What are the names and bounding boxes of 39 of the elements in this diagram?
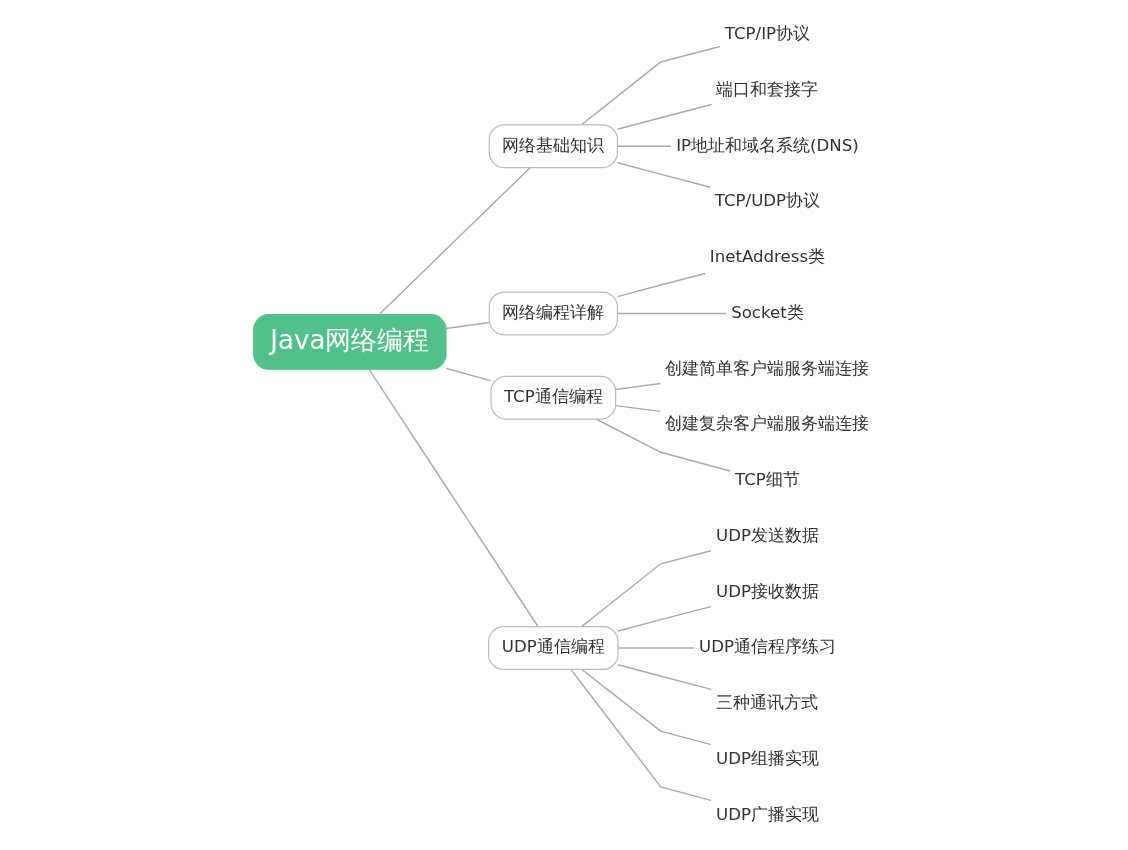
node-box: Java网络编程 <box>253 314 447 370</box>
node-text: UDP通信程序练习 <box>698 637 836 657</box>
node-text: UDP发送数据 <box>715 525 819 545</box>
connector <box>581 550 712 628</box>
node-text: IP地址和域名系统(DNS) <box>676 135 859 155</box>
connector <box>617 605 712 632</box>
connector <box>617 664 713 691</box>
connector <box>615 404 662 413</box>
node-text: UDP广播实现 <box>715 804 819 824</box>
connector <box>368 368 539 628</box>
connector <box>595 418 731 472</box>
connector <box>616 272 706 298</box>
node-text: 创建简单客户端服务端连接 <box>665 358 870 378</box>
connector <box>616 162 712 188</box>
node-text: 端口和套接字 <box>716 79 819 99</box>
node-text: Socket类 <box>731 302 804 322</box>
node-text: UDP接收数据 <box>715 581 819 601</box>
node-box: UDP通信编程 <box>488 626 619 670</box>
connector <box>570 668 712 802</box>
node-box: 网络编程详解 <box>488 291 618 336</box>
node-text: 创建复杂客户端服务端连接 <box>665 414 870 434</box>
connector <box>617 647 695 649</box>
node-box: 网络基础知识 <box>488 124 618 169</box>
node-text: InetAddress类 <box>709 247 826 267</box>
connector <box>615 382 662 391</box>
connector <box>616 145 672 147</box>
connector <box>445 321 490 330</box>
node-text: TCP细节 <box>735 470 800 490</box>
node-text: TCP/UDP协议 <box>714 191 821 211</box>
connector <box>378 166 531 316</box>
connector <box>616 103 713 130</box>
node-text: TCP/IP协议 <box>724 24 811 44</box>
node-box: TCP通信编程 <box>490 375 617 420</box>
connector <box>445 367 492 382</box>
connector <box>616 312 727 315</box>
node-text: 三种通讯方式 <box>716 693 819 713</box>
node-text: UDP组播实现 <box>715 748 819 768</box>
connector <box>581 668 712 746</box>
connector <box>581 45 721 126</box>
